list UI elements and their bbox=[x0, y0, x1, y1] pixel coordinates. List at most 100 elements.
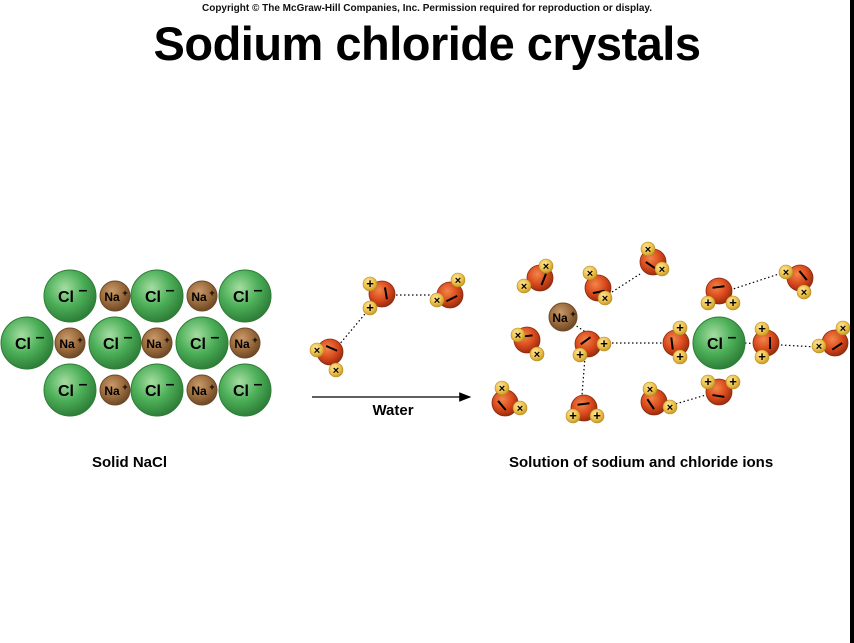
water-arrow-label: Water bbox=[372, 402, 413, 419]
chloride-label: Cl bbox=[58, 289, 74, 306]
hydrogen-atom bbox=[672, 349, 688, 365]
hydrogen-atom bbox=[811, 338, 827, 354]
hydrogen-charge: × bbox=[314, 345, 320, 357]
hydrogen-charge: + bbox=[676, 349, 684, 364]
hydrogen-atom bbox=[725, 374, 741, 390]
hydrogen-atom bbox=[672, 320, 688, 336]
hydrogen-atom bbox=[754, 349, 770, 365]
oxygen-charge-mark bbox=[383, 287, 388, 300]
water-molecule: ++ bbox=[752, 321, 780, 365]
sodium-label: Na bbox=[552, 311, 568, 325]
hydrogen-atom bbox=[510, 327, 526, 343]
water-molecule: ++ bbox=[662, 320, 690, 365]
water-molecule: ×× bbox=[516, 258, 554, 294]
hydrogen-charge: × bbox=[645, 244, 651, 256]
hydrogen-charge: + bbox=[704, 374, 712, 389]
chloride-charge: – bbox=[728, 329, 737, 346]
solution-caption: Solution of sodium and chloride ions bbox=[509, 454, 774, 471]
hydrogen-charge: + bbox=[569, 408, 577, 423]
hydrogen-atom bbox=[725, 295, 741, 311]
water-molecule: ×× bbox=[640, 381, 678, 416]
sodium-label: Na bbox=[59, 337, 75, 351]
water-molecule: ++ bbox=[362, 276, 396, 316]
hydrogen-atom bbox=[538, 258, 554, 274]
chloride-label: Cl bbox=[233, 383, 249, 400]
chloride-label: Cl bbox=[707, 336, 723, 353]
hydrogen-atom bbox=[654, 261, 670, 277]
hydrogen-atom bbox=[796, 284, 812, 300]
hydrogen-charge: × bbox=[521, 281, 527, 293]
hydrogen-charge: × bbox=[602, 293, 608, 305]
water-molecule: ++ bbox=[700, 277, 741, 311]
sodium-ion: Na+ bbox=[548, 302, 578, 332]
hydrogen-charge: × bbox=[659, 264, 665, 276]
oxygen-charge-mark bbox=[798, 270, 808, 281]
chloride-label: Cl bbox=[233, 289, 249, 306]
hydrogen-atom bbox=[529, 346, 545, 362]
hydrogen-charge: × bbox=[587, 268, 593, 280]
water-molecule: ×× bbox=[510, 326, 545, 362]
water-molecule: ++ bbox=[700, 374, 741, 406]
chloride-ion: Cl– bbox=[43, 269, 97, 323]
page-title: Sodium chloride crystals bbox=[153, 17, 701, 70]
chloride-ion: Cl– bbox=[175, 316, 229, 370]
chloride-charge: – bbox=[254, 282, 263, 299]
hydrogen-charge: × bbox=[816, 341, 822, 353]
sodium-label: Na bbox=[104, 384, 120, 398]
sodium-ion: Na+ bbox=[186, 280, 218, 312]
sodium-charge: + bbox=[122, 382, 127, 392]
hydrogen-charge: × bbox=[333, 365, 339, 377]
hydrogen-charge: × bbox=[499, 383, 505, 395]
hydrogen-atom bbox=[778, 264, 794, 280]
hydrogen-atom bbox=[642, 381, 658, 397]
hydrogen-atom bbox=[362, 276, 378, 292]
chloride-label: Cl bbox=[58, 383, 74, 400]
sodium-charge: + bbox=[164, 335, 169, 345]
hydrogen-atom bbox=[494, 380, 510, 396]
water-molecule: ×× bbox=[429, 272, 466, 309]
hydrogen-charge: + bbox=[758, 321, 766, 336]
chloride-label: Cl bbox=[145, 289, 161, 306]
oxygen-charge-mark bbox=[577, 402, 590, 406]
oxygen-charge-mark bbox=[712, 285, 725, 289]
water-molecule: ×× bbox=[778, 264, 814, 300]
hydrogen-atom bbox=[516, 278, 532, 294]
hydrogen-charge: × bbox=[434, 295, 440, 307]
hydrogen-charge: + bbox=[593, 408, 601, 423]
oxygen-charge-mark bbox=[670, 337, 674, 350]
hydrogen-atom bbox=[429, 292, 445, 308]
hydrogen-bond bbox=[729, 271, 786, 291]
sodium-label: Na bbox=[191, 290, 207, 304]
water-molecule: ×× bbox=[309, 338, 344, 378]
hydrogen-charge: + bbox=[600, 336, 608, 351]
hydrogen-charge: + bbox=[758, 349, 766, 364]
hydrogen-charge: × bbox=[534, 349, 540, 361]
water-molecule: ++ bbox=[565, 394, 605, 424]
hydrogen-bond bbox=[332, 307, 371, 353]
hydrogen-charge: × bbox=[783, 267, 789, 279]
chloride-label: Cl bbox=[190, 336, 206, 353]
hydrogen-charge: × bbox=[840, 323, 846, 335]
oxygen-charge-mark bbox=[325, 345, 338, 352]
hydrogen-atom bbox=[362, 300, 378, 316]
sodium-label: Na bbox=[104, 290, 120, 304]
sodium-ion: Na+ bbox=[229, 327, 261, 359]
chloride-ion: Cl– bbox=[130, 269, 184, 323]
sodium-charge: + bbox=[77, 335, 82, 345]
chloride-charge: – bbox=[254, 376, 263, 393]
chloride-charge: – bbox=[79, 376, 88, 393]
sodium-charge: + bbox=[209, 382, 214, 392]
hydrogen-atom bbox=[572, 347, 588, 363]
hydrogen-charge: + bbox=[704, 295, 712, 310]
hydrogen-charge: × bbox=[647, 384, 653, 396]
hydrogen-charge: × bbox=[801, 287, 807, 299]
oxygen-charge-mark bbox=[580, 336, 592, 346]
oxygen-charge-mark bbox=[497, 400, 507, 411]
hydrogen-atom bbox=[328, 362, 344, 378]
sodium-label: Na bbox=[234, 337, 250, 351]
hydrogen-charge: × bbox=[543, 261, 549, 273]
sodium-ion: Na+ bbox=[186, 374, 218, 406]
hydrogen-atom bbox=[512, 400, 528, 416]
chloride-charge: – bbox=[36, 329, 45, 346]
water-molecule: ×× bbox=[811, 320, 851, 357]
